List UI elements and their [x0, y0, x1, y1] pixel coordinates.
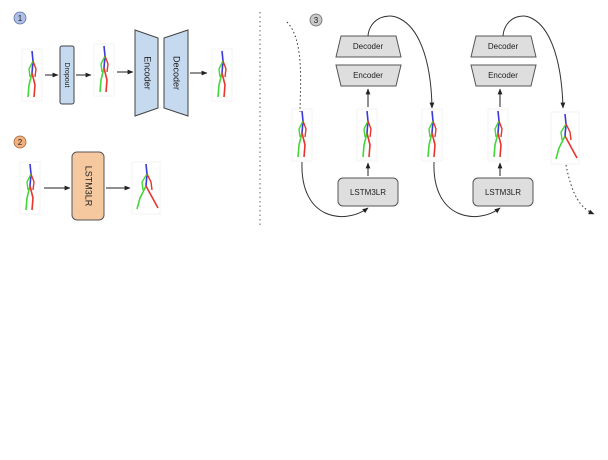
outgoing-dotted-arc	[565, 164, 595, 215]
lstm-label-a: LSTM3LR	[350, 188, 386, 197]
lstm-block-b	[472, 177, 534, 207]
encoder-label-a: Encoder	[353, 71, 383, 80]
skeleton-frame-3	[421, 108, 443, 162]
decoder-block	[163, 29, 189, 117]
skeleton-input-2	[19, 161, 41, 215]
incoming-dotted-arc	[286, 21, 302, 113]
skeleton-output-1	[211, 48, 233, 102]
badge-2-label: 2	[18, 138, 23, 147]
loop-into-lstm-b	[433, 161, 501, 218]
badge-2	[13, 135, 27, 149]
lstm-block-a	[337, 177, 399, 207]
badge-1-label: 1	[18, 14, 23, 23]
encoder-block-a	[335, 64, 402, 87]
loop-into-lstm-a	[301, 161, 369, 218]
badge-3-label: 3	[314, 16, 319, 25]
loop-decoder-to-frame-b	[502, 15, 566, 109]
skeleton-frame-4	[487, 108, 509, 162]
skeleton-dropped	[93, 43, 115, 97]
badge-3	[309, 13, 323, 27]
dropout-label: Dropout	[63, 63, 70, 88]
panel-1: 1 Dropout Encoder Decoder	[13, 11, 233, 117]
skeleton-frame-5	[550, 111, 580, 165]
lstm-label-b: LSTM3LR	[485, 188, 521, 197]
lstm-block-2	[71, 151, 105, 221]
skeleton-output-2	[131, 161, 161, 215]
dropout-block	[59, 45, 75, 105]
decoder-block-a	[335, 35, 402, 58]
panel-3: 3 Decoder Encoder LSTM3LR Decoder Encode…	[286, 13, 595, 218]
decoder-label-b: Decoder	[488, 42, 519, 51]
panel-2: 2 LSTM3LR	[13, 135, 161, 221]
decoder-block-b	[470, 35, 537, 58]
encoder-block-b	[470, 64, 537, 87]
encoder-label-b: Encoder	[488, 71, 518, 80]
badge-1	[13, 11, 27, 25]
skeleton-input-1	[21, 48, 43, 102]
encoder-label: Encoder	[143, 56, 153, 90]
lstm-label-2: LSTM3LR	[84, 166, 94, 207]
decoder-label: Decoder	[172, 56, 182, 90]
loop-decoder-to-frame-a	[367, 15, 435, 109]
skeleton-frame-1	[291, 108, 313, 162]
decoder-label-a: Decoder	[353, 42, 384, 51]
skeleton-frame-2	[356, 108, 378, 162]
encoder-block	[134, 29, 159, 117]
